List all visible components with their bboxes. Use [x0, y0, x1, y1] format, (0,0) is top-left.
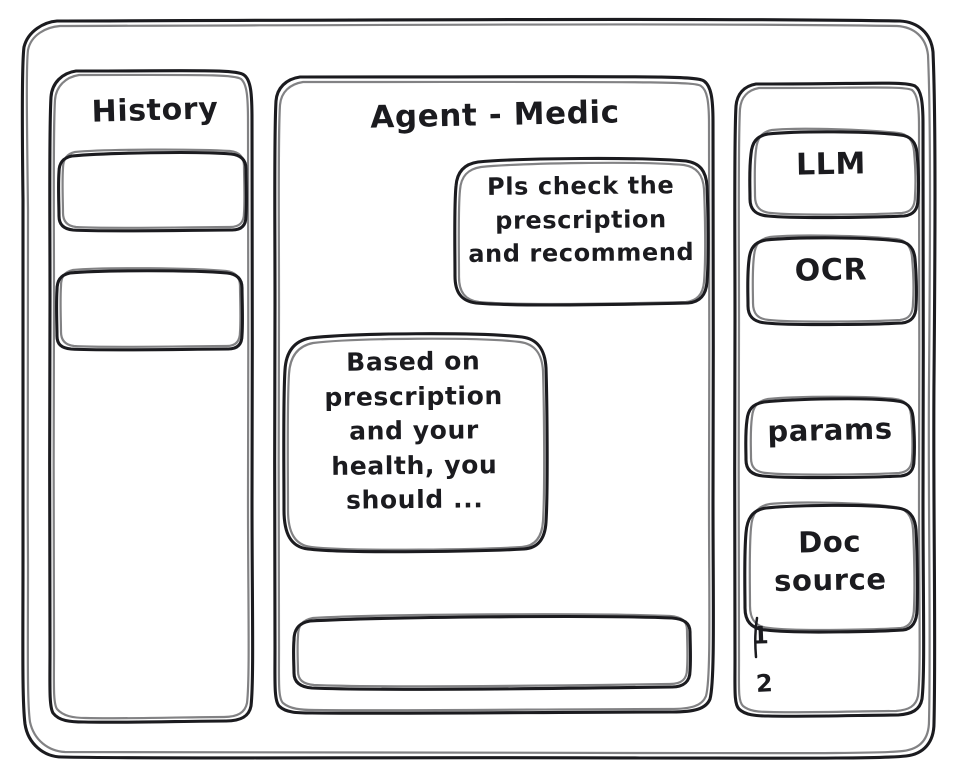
history-panel-frame	[48, 69, 255, 724]
message-bubble-agent[interactable]	[284, 336, 547, 552]
agent-panel-frame	[273, 75, 715, 715]
tool-llm[interactable]	[749, 129, 919, 217]
doc-list-connector	[754, 616, 759, 659]
tool-doc-source[interactable]	[744, 503, 918, 631]
tool-llm-shape	[748, 127, 920, 220]
tools-panel-frame	[733, 81, 926, 718]
message-bubble-user[interactable]	[455, 160, 707, 305]
composer-input-shape	[292, 613, 692, 691]
tool-params[interactable]	[745, 398, 915, 477]
history-item-1[interactable]	[58, 151, 247, 231]
tool-ocr[interactable]	[747, 236, 917, 324]
app-window-frame	[20, 17, 937, 760]
tool-params-shape	[744, 395, 916, 480]
tool-ocr-shape	[746, 234, 918, 327]
message-bubble-agent-shape	[282, 332, 549, 554]
composer-input[interactable]	[293, 615, 691, 689]
tool-doc-source-shape	[743, 501, 919, 634]
history-item-1-shape	[57, 148, 248, 233]
message-bubble-user-shape	[453, 156, 710, 307]
history-item-2-shape	[55, 267, 244, 352]
history-item-2[interactable]	[56, 268, 243, 350]
